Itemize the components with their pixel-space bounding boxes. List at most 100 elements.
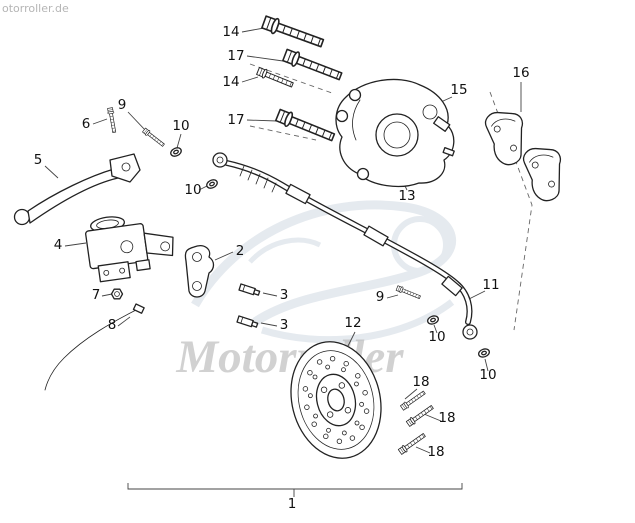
clamp-hole	[119, 267, 126, 274]
part-label-3-17: 3	[280, 317, 289, 333]
disc-hole	[302, 386, 309, 392]
part-label-16-4: 16	[512, 65, 529, 81]
disc-hole	[359, 401, 365, 407]
part-label-3-15: 3	[280, 287, 289, 303]
disc-hole	[355, 373, 361, 379]
bolt-18-b	[405, 403, 435, 428]
disc-hole	[311, 421, 317, 427]
lever-pivot-hole	[160, 241, 171, 252]
hose-fitting	[363, 225, 389, 247]
part-label-17-3: 17	[227, 112, 244, 128]
watermark-circle	[391, 216, 449, 274]
part-label-9-19: 9	[376, 289, 385, 305]
banjo-eye-upper	[212, 152, 228, 168]
part-label-5-11: 5	[34, 152, 43, 168]
banjo-eye-lower	[462, 324, 478, 340]
bolt-6	[106, 107, 118, 134]
caliper-bracket-boss	[433, 116, 451, 132]
nut-hole	[114, 291, 120, 297]
bracket-hole	[192, 252, 202, 262]
disc-hole	[341, 367, 346, 373]
caliper-piston-bore	[375, 113, 419, 157]
caliper-body	[335, 78, 455, 188]
fasteners	[106, 13, 492, 456]
part-label-14-2: 14	[222, 74, 239, 90]
caliper-piston	[383, 121, 411, 149]
disc-hole	[343, 360, 349, 367]
disc-hole	[320, 386, 328, 393]
brake-lever	[13, 153, 141, 226]
watermark-logo	[191, 200, 457, 344]
part-label-18-25: 18	[427, 444, 444, 460]
disc-hole	[349, 435, 356, 441]
disc-hole	[329, 355, 336, 362]
brake-pad-inner	[521, 142, 570, 205]
brake-hose	[212, 152, 478, 340]
part-label-7-14: 7	[92, 287, 101, 303]
lever-ball-end	[13, 208, 31, 226]
disc-hole	[307, 369, 313, 376]
assembly-bracket	[127, 483, 463, 497]
hose-fitting	[441, 275, 463, 297]
part-label-10-21: 10	[428, 329, 445, 345]
disc-hole	[344, 407, 352, 414]
caliper-inlet-boss	[422, 104, 438, 120]
part-label-18-24: 18	[438, 410, 455, 426]
caliper-mount-ear	[335, 109, 349, 123]
handlebar-clamp	[97, 261, 131, 283]
hose-fitting	[285, 183, 311, 205]
bolt-17-upper	[281, 47, 344, 85]
disc-hole	[354, 381, 359, 387]
part-label-14-0: 14	[222, 24, 239, 40]
washer-10-b	[204, 177, 220, 191]
disc-hole	[338, 382, 346, 389]
cable-wire	[44, 307, 141, 391]
nut-7	[110, 288, 124, 300]
sight-glass	[120, 240, 134, 254]
part-label-1-26: 1	[288, 496, 297, 512]
part-label-2-13: 2	[236, 243, 245, 259]
watermark-swirl	[260, 299, 455, 344]
lever-pivot-block	[109, 153, 141, 183]
disc-hole	[313, 413, 318, 419]
clamp-hole	[103, 269, 110, 276]
switch-cable	[44, 303, 145, 391]
part-label-15-5: 15	[450, 82, 467, 98]
disc-hole	[312, 374, 318, 380]
disc-hole	[354, 420, 360, 426]
part-label-6-7: 6	[82, 116, 91, 132]
hose-spring-guard	[239, 165, 277, 193]
bracket-hole	[192, 281, 202, 291]
banjo-eye-lower-hole	[466, 328, 474, 336]
brake-disc	[290, 341, 382, 459]
disc-hole	[341, 430, 347, 436]
banjo-eye-upper-hole	[216, 156, 224, 164]
part-label-10-9: 10	[172, 118, 189, 134]
caliper-mount-ear	[356, 167, 370, 181]
disc-hole	[307, 393, 313, 399]
washer-10-a	[168, 145, 184, 159]
brake-hose-line	[224, 160, 473, 325]
part-label-17-1: 17	[227, 48, 244, 64]
disc-hole	[362, 390, 368, 396]
disc-center-hole	[327, 388, 345, 412]
disc-hole	[363, 408, 370, 414]
part-label-18-23: 18	[412, 374, 429, 390]
banjo-bolt-9-right	[395, 284, 422, 301]
caliper-mount-ear	[348, 88, 362, 102]
part-label-13-6: 13	[398, 188, 415, 204]
disc-hole	[336, 438, 343, 445]
lever-pivot-hole	[121, 162, 131, 172]
banjo-bolt-9-left	[141, 127, 166, 149]
disc-hole-pattern	[302, 355, 370, 445]
bolt-17-lower	[274, 107, 337, 145]
part-label-11-20: 11	[482, 277, 499, 293]
disc-hole	[326, 411, 334, 418]
part-label-8-16: 8	[108, 317, 117, 333]
disc-hole	[359, 424, 365, 431]
disc-hole	[323, 433, 329, 440]
master-cylinder	[85, 216, 174, 283]
watermark-swirl	[248, 237, 322, 264]
